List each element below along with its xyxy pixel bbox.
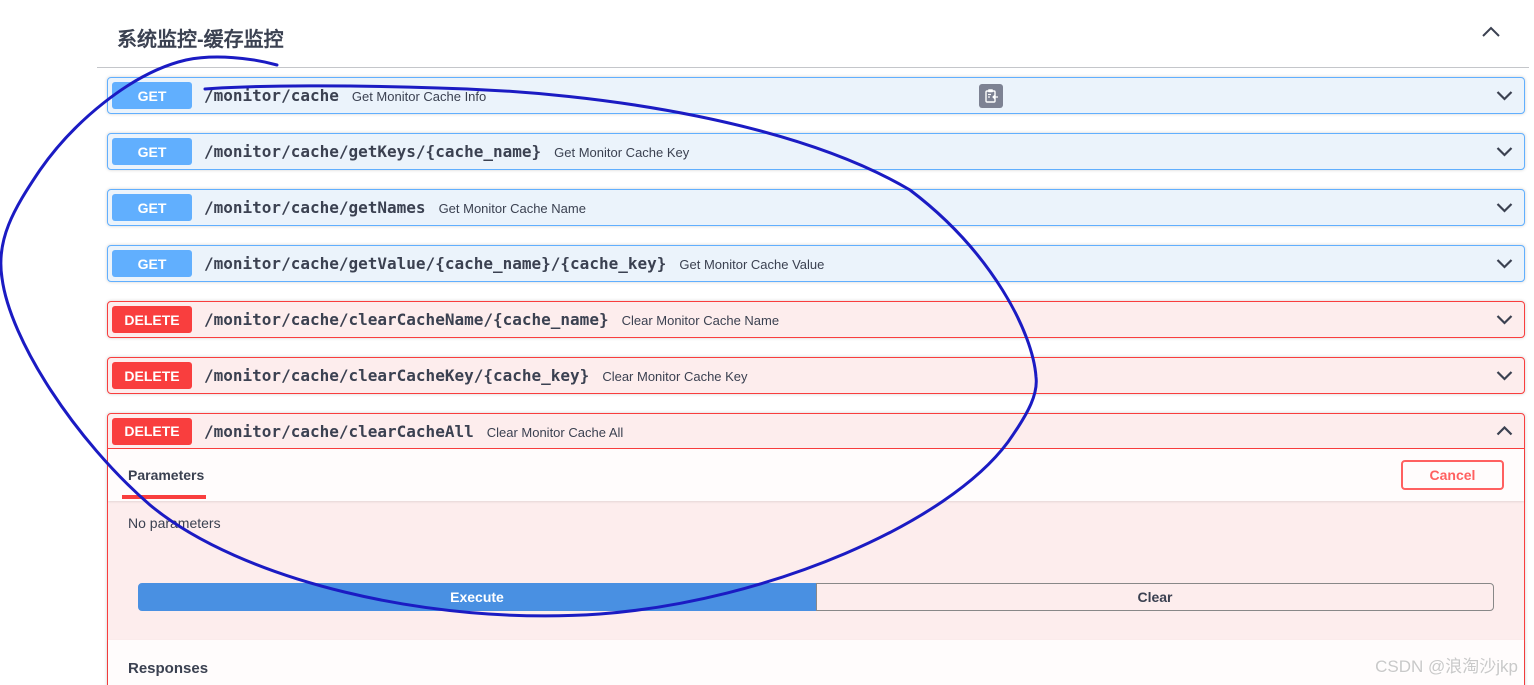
endpoint-path: /monitor/cache/getValue/{cache_name}/{ca… — [204, 254, 667, 273]
opblock-summary[interactable]: GET /monitor/cache Get Monitor Cache Inf… — [108, 78, 1524, 113]
endpoint-summary: Get Monitor Cache Key — [554, 145, 690, 160]
method-badge-delete: DELETE — [112, 306, 192, 333]
endpoint-path: /monitor/cache/getKeys/{cache_name} — [204, 142, 542, 161]
method-badge-delete: DELETE — [112, 417, 192, 445]
expand-chevron-down-icon[interactable] — [1496, 370, 1513, 381]
parameters-label: Parameters — [128, 467, 205, 483]
expand-chevron-down-icon[interactable] — [1496, 90, 1513, 101]
clear-button[interactable]: Clear — [816, 583, 1494, 611]
endpoint-summary: Get Monitor Cache Value — [679, 257, 825, 272]
parameters-section-header: Parameters Cancel — [108, 449, 1524, 501]
endpoint-path: /monitor/cache/clearCacheName/{cache_nam… — [204, 310, 609, 329]
parameters-container: No parameters — [108, 501, 1524, 564]
api-section-header[interactable]: 系统监控-缓存监控 — [97, 0, 1529, 68]
opblock-summary[interactable]: DELETE /monitor/cache/clearCacheAll Clea… — [108, 414, 1524, 449]
expand-chevron-down-icon[interactable] — [1496, 314, 1513, 325]
responses-section-header: Responses — [108, 640, 1524, 685]
method-badge-get: GET — [112, 194, 192, 221]
endpoint-summary: Get Monitor Cache Info — [351, 89, 487, 104]
opblock-delete-clearcacheall: DELETE /monitor/cache/clearCacheAll Clea… — [107, 413, 1525, 685]
cancel-button[interactable]: Cancel — [1401, 460, 1504, 490]
expand-chevron-down-icon[interactable] — [1496, 146, 1513, 157]
responses-label: Responses — [128, 659, 209, 677]
endpoint-path: /monitor/cache — [204, 86, 339, 105]
execute-wrapper: Execute Clear — [108, 564, 1524, 640]
opblock-delete-clearcachename: DELETE /monitor/cache/clearCacheName/{ca… — [107, 301, 1525, 338]
execute-button[interactable]: Execute — [138, 583, 816, 611]
endpoint-summary: Get Monitor Cache Name — [438, 201, 586, 216]
endpoint-path: /monitor/cache/getNames — [204, 198, 426, 217]
opblock-summary[interactable]: GET /monitor/cache/getKeys/{cache_name} … — [108, 134, 1524, 169]
opblock-body: Parameters Cancel No parameters Execute … — [108, 449, 1524, 685]
endpoint-path: /monitor/cache/clearCacheAll — [204, 421, 474, 441]
active-tab-underline — [122, 495, 206, 499]
copy-to-clipboard-button[interactable] — [979, 83, 1004, 108]
method-badge-get: GET — [112, 250, 192, 277]
no-parameters-text: No parameters — [128, 515, 221, 531]
endpoint-summary: Clear Monitor Cache All — [486, 424, 624, 440]
opblock-summary[interactable]: GET /monitor/cache/getValue/{cache_name}… — [108, 246, 1524, 281]
endpoint-summary: Clear Monitor Cache Name — [621, 313, 780, 328]
tab-parameters[interactable]: Parameters — [122, 467, 206, 499]
opblock-summary[interactable]: DELETE /monitor/cache/clearCacheKey/{cac… — [108, 358, 1524, 393]
csdn-watermark: CSDN @浪淘沙jkp — [1375, 657, 1518, 676]
opblock-delete-clearcachekey: DELETE /monitor/cache/clearCacheKey/{cac… — [107, 357, 1525, 394]
method-badge-get: GET — [112, 82, 192, 109]
collapse-chevron-up-icon[interactable] — [1496, 426, 1513, 436]
endpoint-summary: Clear Monitor Cache Key — [602, 369, 748, 384]
expand-chevron-down-icon[interactable] — [1496, 202, 1513, 213]
method-badge-get: GET — [112, 138, 192, 165]
method-badge-delete: DELETE — [112, 362, 192, 389]
opblock-summary[interactable]: DELETE /monitor/cache/clearCacheName/{ca… — [108, 302, 1524, 337]
endpoint-path: /monitor/cache/clearCacheKey/{cache_key} — [204, 366, 590, 385]
expand-chevron-down-icon[interactable] — [1496, 258, 1513, 269]
clipboard-copy-icon — [984, 89, 998, 103]
opblock-get-getnames: GET /monitor/cache/getNames Get Monitor … — [107, 189, 1525, 226]
collapse-section-chevron-up-icon[interactable] — [1481, 26, 1501, 38]
opblock-get-cache: GET /monitor/cache Get Monitor Cache Inf… — [107, 77, 1525, 114]
section-title: 系统监控-缓存监控 — [117, 29, 284, 51]
opblock-get-getkeys: GET /monitor/cache/getKeys/{cache_name} … — [107, 133, 1525, 170]
opblock-summary[interactable]: GET /monitor/cache/getNames Get Monitor … — [108, 190, 1524, 225]
opblock-get-getvalue: GET /monitor/cache/getValue/{cache_name}… — [107, 245, 1525, 282]
operations-list: GET /monitor/cache Get Monitor Cache Inf… — [107, 69, 1525, 685]
